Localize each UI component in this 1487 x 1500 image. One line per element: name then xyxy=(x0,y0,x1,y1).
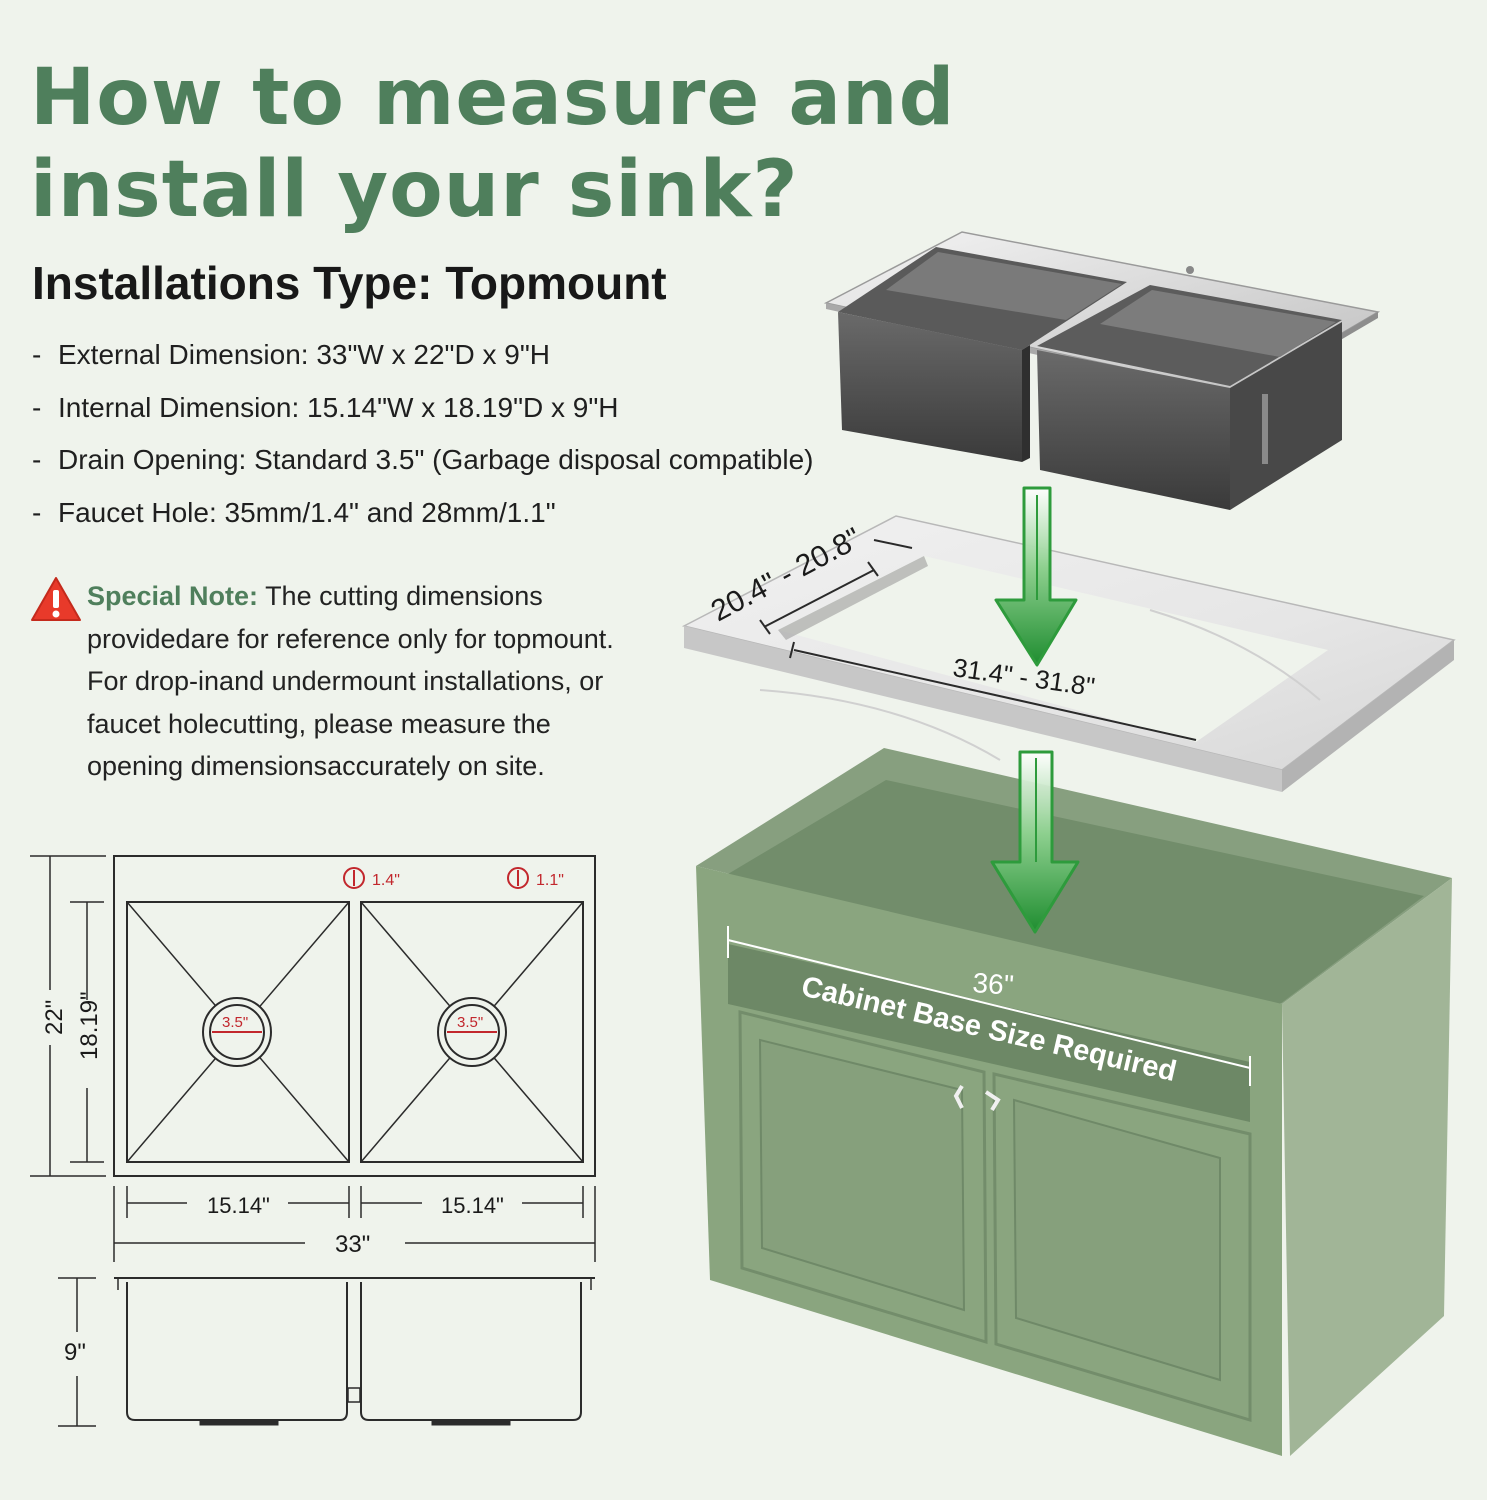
sink-3d-render xyxy=(823,231,1381,510)
page-title: How to measure and install your sink? xyxy=(30,53,956,235)
note-text: providedare for reference only for topmo… xyxy=(87,623,614,654)
cabinet-width-label: 36" xyxy=(972,967,1015,1001)
note-text: Special Note: The cutting dimensions xyxy=(87,581,543,611)
bowl-width-left-label: 15.14" xyxy=(207,1193,270,1218)
spec-list: -External Dimension: 33"W x 22"D x 9"H -… xyxy=(32,334,813,544)
side-view-drawing xyxy=(58,1277,595,1427)
faucet-hole-1-label: 1.4" xyxy=(372,872,400,889)
note-text: opening dimensionsaccurately on site. xyxy=(87,751,545,781)
special-note: Special Note: The cutting dimensions pro… xyxy=(30,575,690,788)
note-text: For drop-inand undermount installations,… xyxy=(87,666,604,696)
height-label: 9" xyxy=(64,1339,86,1366)
drain-left-label: 3.5" xyxy=(222,1014,248,1031)
spec-item-internal: -Internal Dimension: 15.14"W x 18.19"D x… xyxy=(32,391,619,423)
external-depth-label: 22" xyxy=(41,1000,68,1035)
top-view-labels: 1.4" 1.1" 3.5" 3.5" 22" 18.19" 15.14" 15… xyxy=(41,872,564,1258)
cabinet-handles xyxy=(953,1084,1001,1112)
spec-item-external: -External Dimension: 33"W x 22"D x 9"H xyxy=(32,339,550,370)
internal-depth-label: 18.19" xyxy=(76,991,103,1060)
faucet-hole-2-label: 1.1" xyxy=(536,872,564,889)
drain-right-label: 3.5" xyxy=(457,1014,483,1031)
installation-type: Installations Type: Topmount xyxy=(32,257,667,309)
warning-icon xyxy=(31,577,81,621)
down-arrow-icon xyxy=(994,486,1078,667)
down-arrow-icon xyxy=(990,750,1080,934)
countertop-cutout: 20.4" - 20.8" 31.4" - 31.8" xyxy=(681,515,1456,792)
spec-item-drain: -Drain Opening: Standard 3.5" (Garbage d… xyxy=(32,444,814,475)
cabinet-render: 36" Cabinet Base Size Required xyxy=(696,748,1452,1456)
note-label: Special Note: xyxy=(87,581,259,611)
external-width-label: 33" xyxy=(335,1231,370,1258)
note-text: faucet holecutting, please measure the xyxy=(87,708,551,739)
spec-item-faucet: -Faucet Hole: 35mm/1.4" and 28mm/1.1" xyxy=(32,496,556,528)
bowl-width-right-label: 15.14" xyxy=(441,1193,504,1218)
top-view-drawing xyxy=(30,855,596,1262)
